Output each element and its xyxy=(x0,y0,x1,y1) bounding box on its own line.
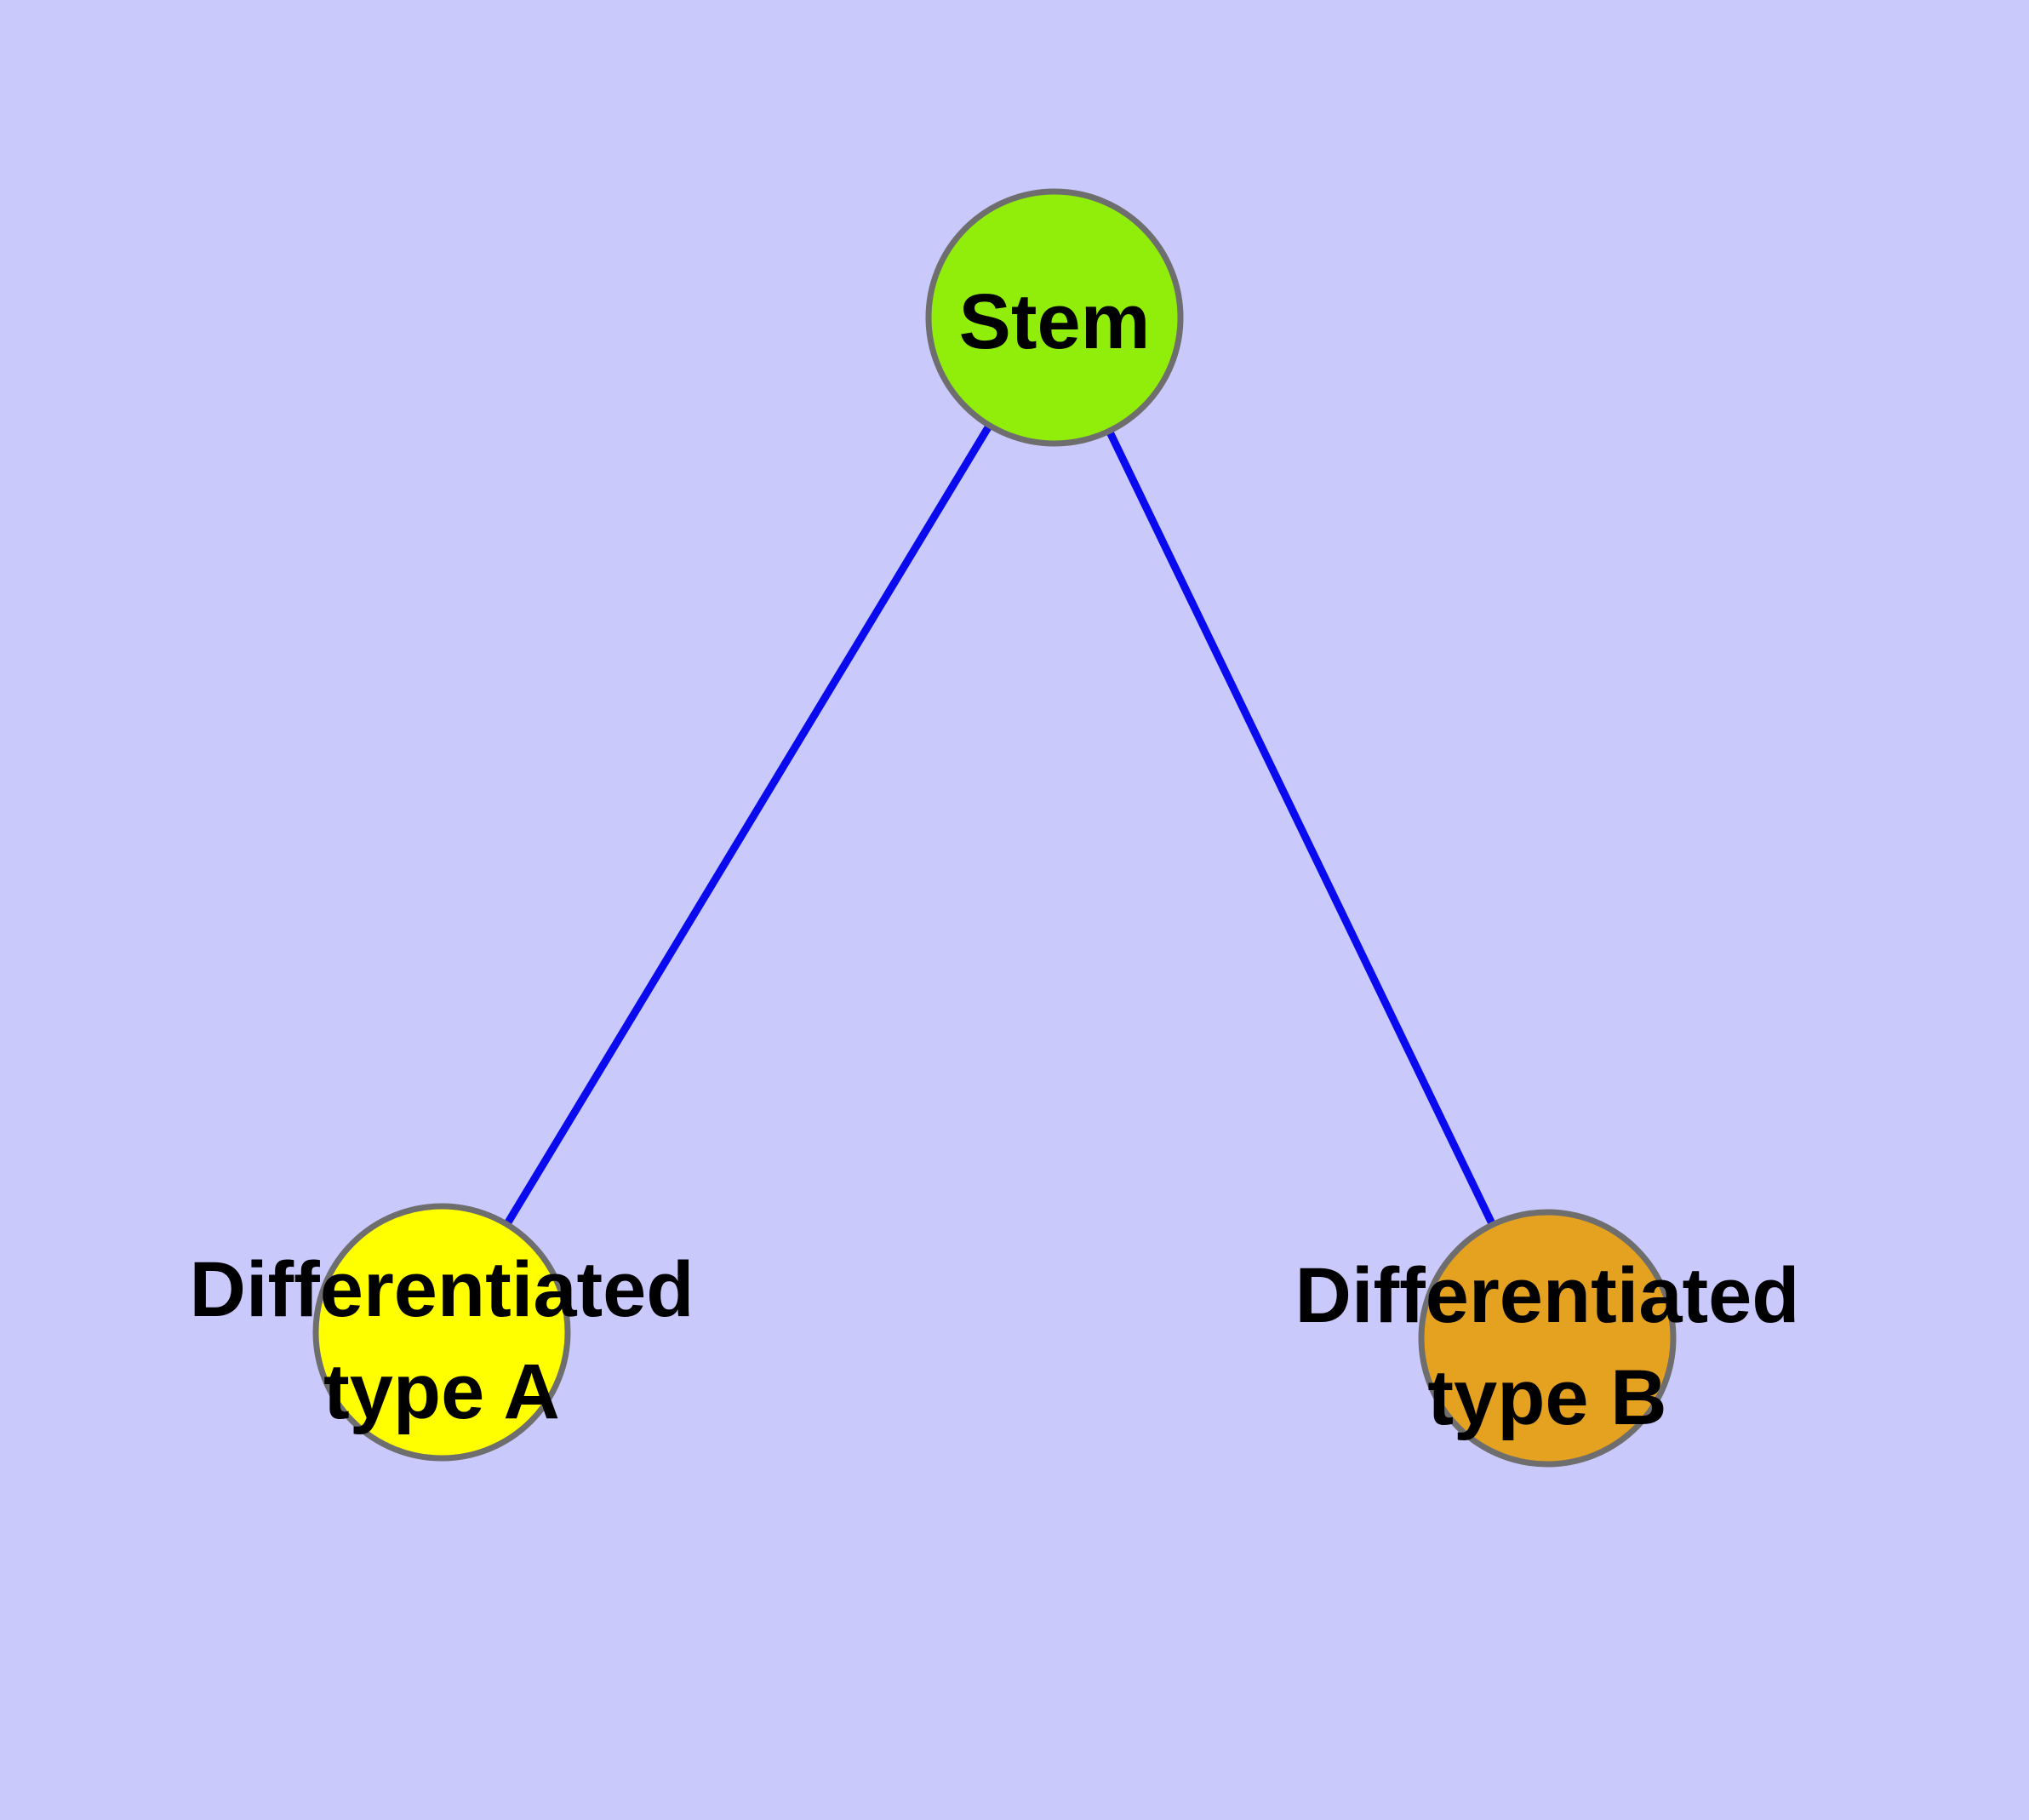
node-label-differentiated-type-b-line-1: Differentiated xyxy=(1295,1252,1800,1339)
edge-stem-to-differentiated-type-b xyxy=(1050,316,1552,1340)
node-label-differentiated-type-b-line-2: type B xyxy=(1427,1354,1666,1441)
node-label-differentiated-type-a-line-2: type A xyxy=(323,1348,560,1435)
node-stem xyxy=(925,188,1184,447)
edge-stem-to-differentiated-type-a xyxy=(438,315,1058,1335)
node-label-stem-line-1: Stem xyxy=(959,278,1151,365)
edge-layer xyxy=(438,315,1552,1340)
node-differentiated-type-b xyxy=(1418,1209,1677,1468)
node-label-differentiated-type-a-line-1: Differentiated xyxy=(190,1246,694,1333)
node-differentiated-type-a xyxy=(312,1203,571,1462)
node-layer xyxy=(312,188,1677,1468)
